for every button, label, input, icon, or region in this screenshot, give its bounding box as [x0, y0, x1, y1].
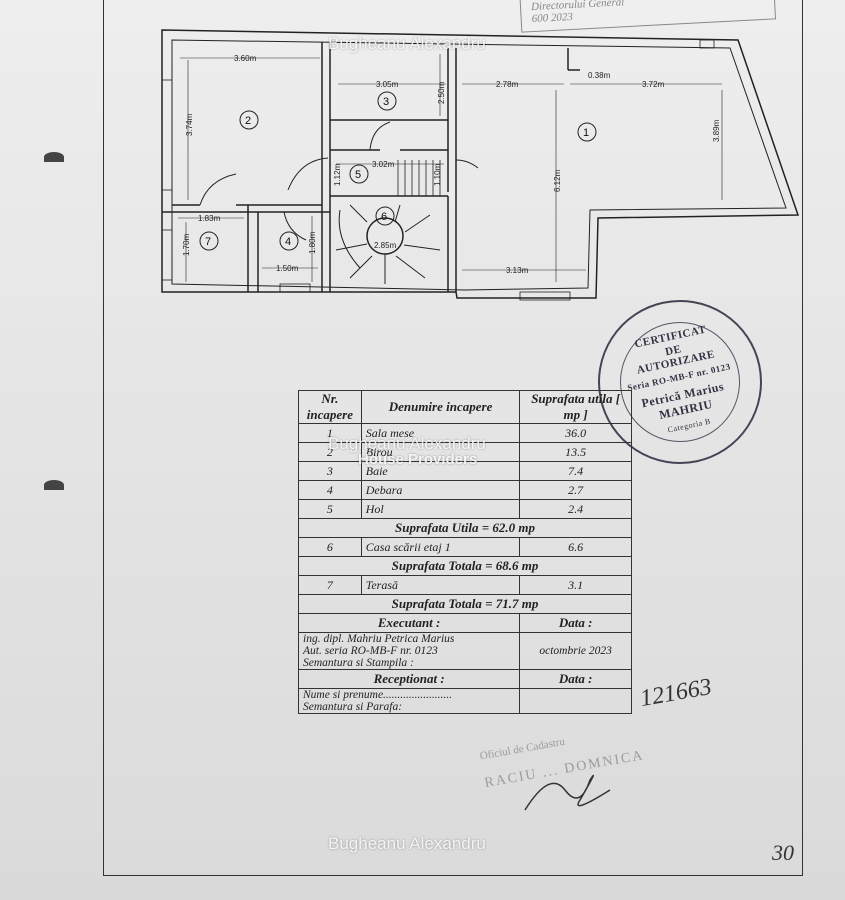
watermark-top: Bugheanu Alexandru: [328, 34, 486, 53]
dim-1-80: 1.80m: [308, 231, 317, 254]
receptionat-header-row: Receptionat : Data :: [297, 669, 632, 689]
dim-3-72: 3.72m: [642, 80, 665, 89]
sum-totala-1: Suprafata Totala = 68.6 mp: [298, 556, 632, 576]
executant-sign: Semantura si Stampila :: [303, 657, 414, 669]
rec-date-cell: [519, 688, 632, 714]
row-name: Casa scării etaj 1: [360, 537, 521, 557]
watermark-bottom: Bugheanu Alexandru: [328, 834, 486, 853]
room-number-6: 6: [381, 211, 387, 223]
executant-header-row: Executant : Data :: [297, 613, 632, 633]
room-number-4: 4: [285, 236, 291, 248]
watermark-middle: Bugheanu Alexandru: [328, 434, 486, 453]
dim-2-78: 2.78m: [496, 80, 519, 89]
data-label: Data :: [519, 613, 632, 633]
sum-totala-row: Suprafata Totala = 71.7 mp: [298, 594, 632, 614]
receptionat-label: Receptionat :: [297, 669, 521, 689]
dim-1-50: 1.50m: [276, 264, 299, 273]
dim-2-85: 2.85m: [374, 241, 397, 250]
row-name: Sala mese: [360, 423, 521, 443]
punch-hole: [44, 152, 64, 162]
row-nr: 5: [298, 499, 362, 519]
row-area: 3.1: [519, 575, 632, 595]
dim-3-74: 3.74m: [185, 113, 194, 136]
dim-3-02: 3.02m: [372, 160, 395, 169]
dim-3-05: 3.05m: [376, 80, 399, 89]
executant-label: Executant :: [297, 613, 521, 633]
executant-name: ing. dipl. Mahriu Petrica Marius: [303, 633, 455, 645]
table-row: 1 Sala mese 36.0: [298, 423, 632, 443]
table-row: 4 Debara 2.7: [298, 480, 632, 500]
sum-utila-row: Suprafata Utila = 62.0 mp: [298, 518, 632, 538]
rec-data-label: Data :: [519, 669, 632, 689]
row-nr: 7: [298, 575, 362, 595]
row-nr: 3: [298, 461, 362, 481]
rec-name: Nume si prenume........................: [303, 689, 453, 701]
row-name: Baie: [360, 461, 521, 481]
header-name: Denumire incapere: [360, 390, 521, 424]
table-header-row: Nr. incapere Denumire incapere Suprafata…: [298, 390, 632, 424]
rooms-table: Nr. incapere Denumire incapere Suprafata…: [297, 390, 632, 714]
row-area: 6.6: [519, 537, 632, 557]
dim-6-12: 6.12m: [553, 169, 562, 192]
header-area: Suprafata utila [ mp ]: [519, 390, 632, 424]
sum-totala-2: Suprafata Totala = 71.7 mp: [298, 594, 632, 614]
dim-3-13: 3.13m: [506, 266, 529, 275]
dim-0-38: 0.38m: [588, 71, 611, 80]
dim-2-50: 2.50m: [437, 81, 446, 104]
row-name: Terasă: [360, 575, 521, 595]
row-area: 2.7: [519, 480, 632, 500]
date-value: octombrie 2023: [519, 632, 632, 670]
dim-1-12: 1.12m: [333, 163, 342, 186]
watermark-brand: House Providers: [358, 451, 478, 468]
room-number-3: 3: [383, 96, 389, 108]
dim-1-10: 1.10m: [433, 163, 442, 186]
room-number-5: 5: [355, 169, 361, 181]
executant-aut: Aut. seria RO-MB-F nr. 0123: [303, 645, 438, 657]
table-row: 7 Terasă 3.1: [298, 575, 632, 595]
sum-utila: Suprafata Utila = 62.0 mp: [298, 518, 632, 538]
dim-1-70: 1.70m: [182, 233, 191, 256]
table-row: 5 Hol 2.4: [298, 499, 632, 519]
page-border: [103, 0, 803, 876]
room-number-7: 7: [205, 236, 211, 248]
punch-hole: [44, 480, 64, 490]
dim-1-83: 1.83m: [198, 214, 221, 223]
rooms-table-wrap: Nr. incapere Denumire incapere Suprafata…: [297, 390, 632, 714]
receptionat-details: Nume si prenume........................ …: [297, 688, 521, 714]
room-number-2: 2: [245, 115, 251, 127]
floor-plan: 3.60m 3.05m 2.78m 0.38m 3.72m 3.02m 1.83…: [161, 29, 800, 301]
table-row: 6 Casa scării etaj 1 6.6: [298, 537, 632, 557]
executant-details: ing. dipl. Mahriu Petrica Marius Aut. se…: [297, 632, 521, 670]
row-area: 13.5: [519, 442, 632, 462]
signature-icon: [524, 774, 611, 811]
row-name: Debara: [360, 480, 521, 500]
room-number-1: 1: [583, 127, 589, 139]
row-nr: 6: [298, 537, 362, 557]
row-name: Hol: [360, 499, 521, 519]
sum-totala-row: Suprafata Totala = 68.6 mp: [298, 556, 632, 576]
row-nr: 4: [298, 480, 362, 500]
rec-sign: Semantura si Parafa:: [303, 701, 403, 713]
receptionat-body-row: Nume si prenume........................ …: [297, 688, 632, 714]
page-number: 30: [772, 840, 794, 865]
header-nr: Nr. incapere: [298, 390, 362, 424]
dim-3-89: 3.89m: [712, 119, 721, 142]
dim-3-60: 3.60m: [234, 54, 257, 63]
row-area: 7.4: [519, 461, 632, 481]
row-area: 2.4: [519, 499, 632, 519]
executant-body-row: ing. dipl. Mahriu Petrica Marius Aut. se…: [297, 632, 632, 670]
row-area: 36.0: [519, 423, 632, 443]
